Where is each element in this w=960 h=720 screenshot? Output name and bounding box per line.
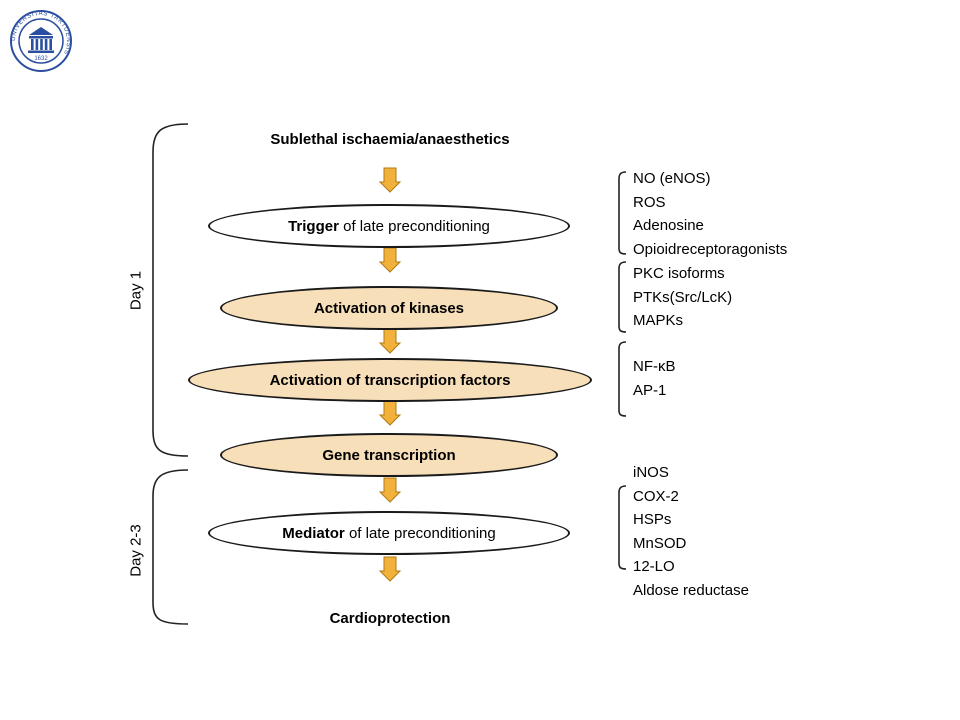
- list-transcription-factors: NF-κB AP-1: [633, 355, 676, 402]
- step-trigger: Trigger of late preconditioning: [208, 204, 570, 248]
- day2-3-label: Day 2-3: [127, 524, 145, 577]
- seal-icon: UNIVERSITAS TARTUENSIS 1632: [10, 10, 72, 72]
- list-item: MnSOD: [633, 534, 687, 552]
- step-mediator-bold: Mediator: [282, 524, 345, 542]
- list-mediators: iNOS COX-2 HSPs MnSOD 12-LO Aldose reduc…: [633, 461, 749, 603]
- list-item: HSPs: [633, 511, 672, 529]
- list-item: ROS: [633, 193, 666, 211]
- step-activation-transcription-factors: Activation of transcription factors: [188, 358, 592, 402]
- down-arrow-6: [378, 556, 402, 582]
- step-mediator-rest: of late preconditioning: [344, 524, 496, 542]
- down-arrow-4: [378, 400, 402, 426]
- list-item: PTKs(Src/LcK): [633, 288, 733, 306]
- seal-year: 1632: [34, 56, 48, 62]
- start-label: Sublethal ischaemia/anaesthetics: [270, 131, 510, 148]
- list-item: iNOS: [633, 464, 669, 481]
- end-label: Cardioprotection: [329, 610, 451, 627]
- list-bracket-2: [618, 261, 627, 333]
- step-mediator: Mediator of late preconditioning: [208, 511, 570, 555]
- list-item: PKC isoforms: [633, 265, 725, 282]
- day2-bracket: [152, 469, 189, 625]
- list-item: Aldose reductase: [633, 581, 749, 599]
- list-kinases: PKC isoforms PTKs(Src/LcK) MAPKs: [633, 262, 732, 333]
- list-bracket-3: [618, 341, 627, 417]
- down-arrow-3: [378, 328, 402, 354]
- step-gene-transcription-label: Gene transcription: [322, 446, 456, 464]
- down-arrow-2: [378, 247, 402, 273]
- list-bracket-1: [618, 171, 627, 255]
- list-item: 12-LO: [633, 558, 675, 576]
- step-kinases-label: Activation of kinases: [313, 299, 465, 317]
- day1-label: Day 1: [127, 270, 145, 311]
- down-arrow-5: [378, 477, 402, 503]
- step-trigger-rest: of late preconditioning: [338, 217, 490, 235]
- list-item: Adenosine: [633, 217, 704, 235]
- step-trigger-bold: Trigger: [288, 217, 339, 235]
- step-transcription-factors-label: Activation of transcription factors: [269, 371, 511, 389]
- university-seal-logo: UNIVERSITAS TARTUENSIS 1632: [9, 9, 73, 73]
- step-activation-kinases: Activation of kinases: [220, 286, 558, 330]
- day1-bracket: [152, 123, 189, 457]
- list-item: AP-1: [633, 381, 667, 399]
- list-item: COX-2: [633, 487, 679, 505]
- list-triggers: NO (eNOS) ROS Adenosine Opioidreceptorag…: [633, 167, 787, 261]
- down-arrow-1: [378, 167, 402, 193]
- list-item: NF-κB: [633, 358, 676, 375]
- flow-arrows: [378, 167, 402, 582]
- step-gene-transcription: Gene transcription: [220, 433, 558, 477]
- list-item: MAPKs: [633, 312, 684, 330]
- list-item: NO (eNOS): [633, 170, 711, 187]
- list-item: Opioidreceptoragonists: [633, 240, 788, 258]
- list-bracket-4: [618, 485, 627, 570]
